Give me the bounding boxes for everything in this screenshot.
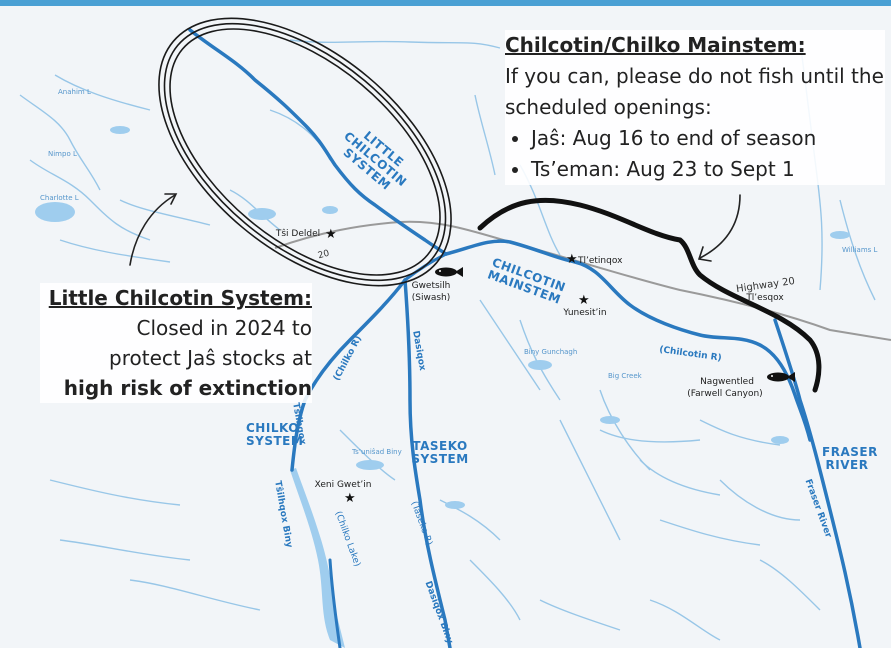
star-icon: ★ bbox=[578, 293, 590, 308]
lower-chilko bbox=[328, 558, 342, 648]
small-lake-9 bbox=[771, 436, 789, 444]
little-chilcotin-title: Little Chilcotin System: bbox=[48, 286, 312, 310]
label-nimpo: Nimpo L bbox=[48, 150, 77, 158]
label-biny-gunchagh: Biny Gunchagh bbox=[524, 348, 578, 356]
mainstem-title: Chilcotin/Chilko Mainstem: bbox=[505, 33, 806, 57]
place-gwetsilh-alt: (Siwash) bbox=[411, 293, 451, 303]
place-gwetsilh: Gwetsilh bbox=[411, 281, 451, 291]
label-fraser-river: FRASER RIVER bbox=[822, 445, 878, 472]
small-lake-1 bbox=[248, 208, 276, 220]
mainstem-text: If you can, please do not fish until the… bbox=[505, 64, 884, 119]
label-big-creek: Big Creek bbox=[608, 372, 642, 380]
arrow-right bbox=[697, 194, 741, 262]
label-chilko-system: CHILKO SYSTEM bbox=[246, 421, 304, 448]
fish-icon bbox=[435, 267, 463, 277]
fish-icon bbox=[767, 372, 795, 382]
top-accent-bar bbox=[0, 0, 891, 6]
label-williams: Williams L bbox=[842, 246, 878, 254]
opening-list: Jaŝ: Aug 16 to end of season Ts’eman: Au… bbox=[505, 123, 885, 185]
label-tunilad: Ts’uniŝad Biny bbox=[352, 448, 402, 456]
place-yunesit-in: Yunesit’in bbox=[563, 308, 607, 318]
fraser-river bbox=[773, 318, 862, 648]
closure-outline bbox=[158, 17, 452, 287]
mainstem-bracket bbox=[477, 197, 822, 393]
label-anahim: Anahim L bbox=[58, 88, 91, 96]
chilko-river bbox=[290, 278, 407, 472]
opening-jas: Jaŝ: Aug 16 to end of season bbox=[531, 123, 885, 154]
little-chilcotin-river bbox=[188, 28, 448, 256]
small-lake-5 bbox=[600, 416, 620, 424]
small-lake-8 bbox=[830, 231, 850, 239]
small-lake-4 bbox=[528, 360, 552, 370]
star-icon: ★ bbox=[566, 252, 578, 267]
mainstem-callout: Chilcotin/Chilko Mainstem: If you can, p… bbox=[505, 30, 885, 185]
little-chilcotin-line2: protect Jaŝ stocks at bbox=[109, 346, 312, 370]
small-lake-2 bbox=[322, 206, 338, 214]
small-lake-3 bbox=[110, 126, 130, 134]
place-nagwentled-alt: (Farwell Canyon) bbox=[687, 389, 763, 399]
taseko-river bbox=[403, 278, 452, 648]
main-rivers bbox=[188, 28, 862, 648]
place-tsi-deldel: Tŝi Deldel bbox=[275, 229, 321, 239]
extinction-risk: high risk of extinction bbox=[63, 376, 312, 400]
arrow-left bbox=[129, 193, 178, 266]
small-lake-7 bbox=[445, 501, 465, 509]
little-chilcotin-line1: Closed in 2024 to bbox=[136, 316, 312, 340]
lakes bbox=[35, 126, 850, 648]
chilcotin-mainstem bbox=[444, 239, 812, 442]
label-charlotte: Charlotte L bbox=[40, 194, 79, 202]
star-icon: ★ bbox=[344, 491, 356, 506]
charlotte-lake bbox=[35, 202, 75, 222]
place-xeni-gwet-in: Xeni Gwet’in bbox=[314, 480, 372, 490]
small-lake-6 bbox=[356, 460, 384, 470]
opening-tseman: Ts’eman: Aug 23 to Sept 1 bbox=[531, 154, 885, 185]
star-icon: ★ bbox=[325, 227, 337, 242]
chilko-lake bbox=[290, 468, 345, 648]
label-taseko-system: TASEKO SYSTEM bbox=[411, 439, 469, 466]
little-chilcotin-callout: Little Chilcotin System: Closed in 2024 … bbox=[40, 283, 312, 403]
place-tl-esqox: Tl’esqox bbox=[746, 293, 784, 303]
place-nagwentled: Nagwentled bbox=[700, 377, 754, 387]
place-tl-etinqox: Tl’etinqox bbox=[578, 256, 623, 266]
